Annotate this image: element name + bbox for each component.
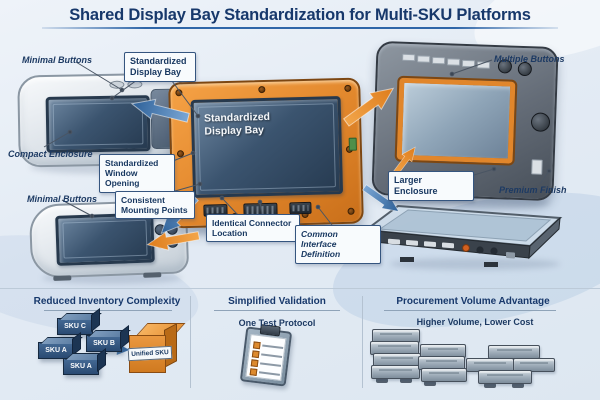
sku-box: SKU A — [63, 358, 99, 375]
panel-title-underline — [214, 310, 340, 311]
display-bay-window — [45, 95, 151, 153]
standardized-display-bay-device: Standardized Display Bay — [168, 77, 364, 229]
callout-larger-enclosure: Larger Enclosure — [388, 171, 474, 201]
panel-title-procurement: Procurement Volume Advantage — [396, 296, 550, 307]
display-bay-window — [55, 212, 155, 266]
label-multiple-buttons: Multiple Buttons — [494, 54, 565, 64]
bottom-band-divider — [0, 288, 600, 289]
pcb-chip-icon — [348, 137, 357, 151]
device-button — [446, 58, 461, 66]
device-button — [402, 53, 416, 62]
label-premium-finish: Premium Finish — [499, 185, 567, 195]
panel-title-underline — [44, 310, 172, 311]
title-underline — [42, 27, 558, 29]
pallet-foot — [484, 383, 496, 388]
label-minimal-buttons-bottom: Minimal Buttons — [27, 194, 97, 204]
port-icon — [531, 159, 543, 175]
device-button — [431, 56, 446, 65]
sku-box: SKU C — [57, 318, 93, 335]
bay-inner-frame — [52, 102, 144, 146]
callout-consistent-mounting-points: Consistent Mounting Points — [115, 191, 195, 220]
display-bay-screen: Standardized Display Bay — [190, 96, 344, 198]
connector-module-icon — [289, 201, 312, 215]
callout-common-interface-definition: Common Interface Definition — [295, 225, 381, 264]
panel-subtitle-volume: Higher Volume, Lower Cost — [416, 317, 534, 327]
unified-sku-label: Unified SKU — [127, 345, 173, 362]
panel-divider — [190, 296, 191, 388]
pallet-foot — [376, 378, 388, 383]
device-foot — [143, 272, 162, 278]
unified-sku-box-icon: Unified SKU — [127, 321, 186, 373]
label-compact-enclosure: Compact Enclosure — [8, 149, 93, 159]
pallet-foot — [424, 381, 436, 386]
callout-standardized-display-bay: Standardized Display Bay — [124, 52, 196, 82]
bay-inner-frame — [62, 219, 148, 259]
label-minimal-buttons-top: Minimal Buttons — [22, 55, 92, 65]
pallet-foot — [512, 383, 524, 388]
standardized-window — [394, 75, 518, 166]
page-title: Shared Display Bay Standardization for M… — [69, 6, 531, 24]
device-button — [461, 59, 476, 68]
device-shadow — [390, 258, 560, 270]
pallet-foot — [400, 378, 412, 383]
panel-title-inventory: Reduced Inventory Complexity — [33, 296, 181, 307]
panel-title-validation: Simplified Validation — [228, 296, 326, 307]
callout-identical-connector-location: Identical Connector Location — [206, 214, 300, 243]
panel-subtitle-protocol: One Test Protocol — [238, 318, 316, 328]
clipboard-checklist-icon — [239, 324, 293, 387]
device-foot — [53, 275, 72, 281]
callout-standardized-window-opening: Standardized Window Opening — [99, 154, 175, 193]
panel-title-underline — [384, 310, 556, 311]
device-button — [476, 61, 491, 69]
screen-label: Standardized Display Bay — [203, 110, 271, 138]
sku-box: SKU A — [38, 342, 74, 359]
device-button — [417, 55, 431, 63]
panel-divider — [362, 296, 363, 388]
